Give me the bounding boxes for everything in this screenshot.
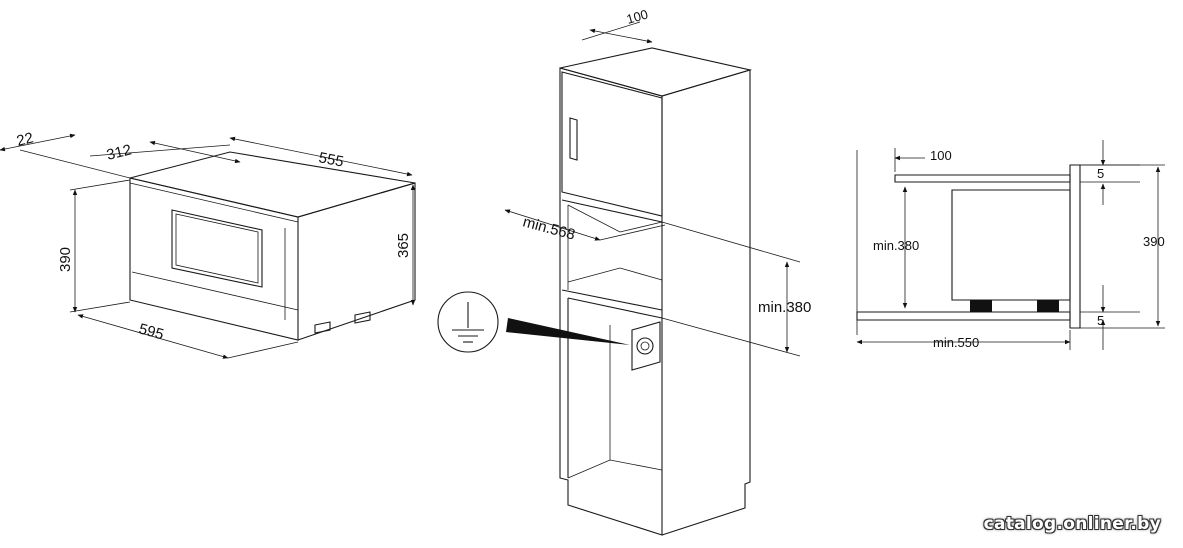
dim-312: 312: [105, 141, 133, 164]
ground-icon: [437, 291, 499, 353]
dim-min380-side: min.380: [873, 238, 919, 253]
dim-22: 22: [15, 129, 35, 150]
dim-5-top: 5: [1097, 166, 1104, 181]
dim-390-side: 390: [1143, 234, 1165, 249]
cabinet-view: 100 min.568 min.380: [437, 6, 811, 536]
dim-595: 595: [137, 320, 166, 343]
side-section-view: 100 5 min.380 390 5 min.550: [856, 140, 1165, 350]
dim-5-bottom: 5: [1097, 313, 1104, 328]
watermark: catalog.onliner.by: [983, 514, 1161, 534]
dim-min550: min.550: [933, 335, 979, 350]
dim-min380-cabinet: min.380: [758, 299, 811, 316]
dim-390: 390: [57, 247, 74, 272]
dim-555: 555: [317, 149, 345, 170]
dim-100-top: 100: [625, 6, 650, 26]
dim-min568: min.568: [521, 213, 577, 243]
microwave-isometric-view: 22 312 555 390 365 595: [0, 129, 416, 359]
dim-365: 365: [395, 233, 412, 258]
dim-100-side: 100: [930, 148, 952, 163]
